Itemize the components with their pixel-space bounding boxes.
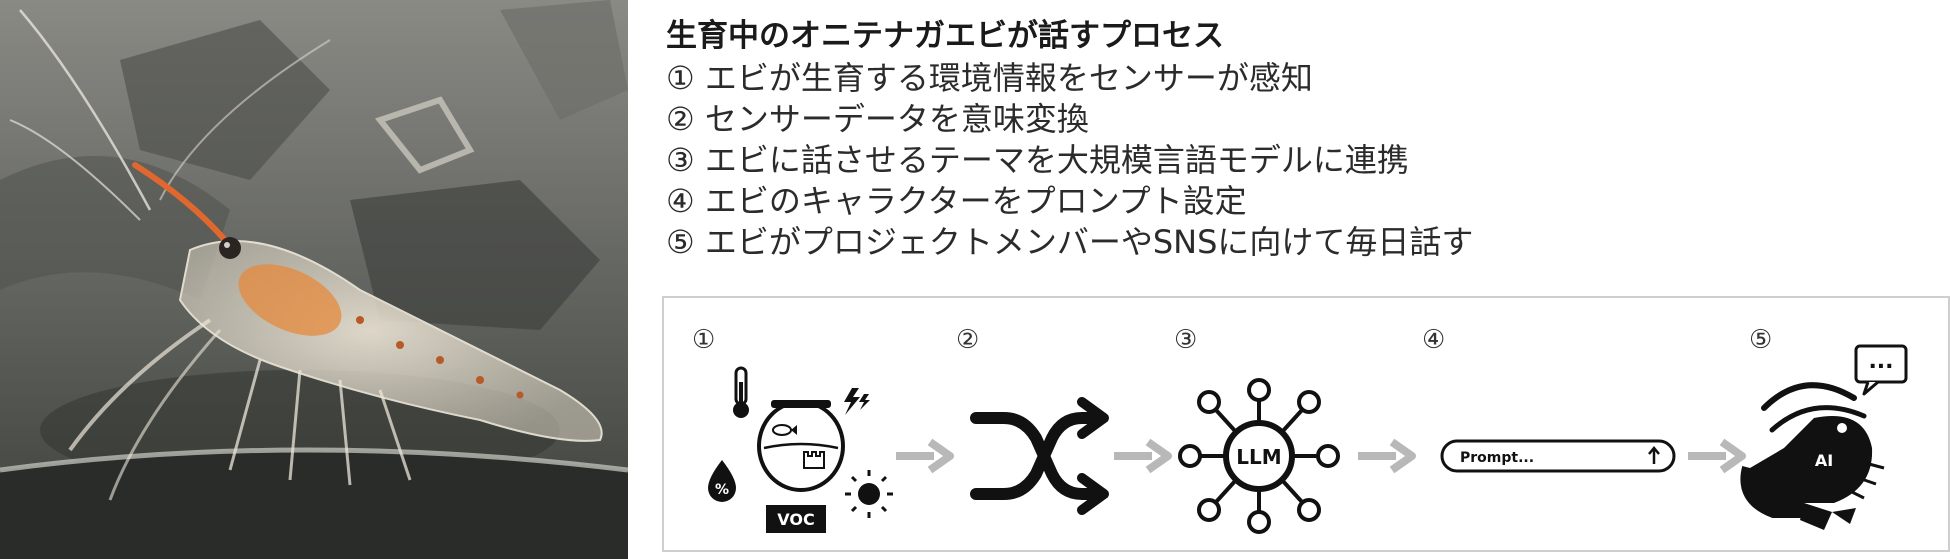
- humidity-drop-icon: %: [708, 460, 736, 502]
- process-title: 生育中のオニテナガエビが話すプロセス: [666, 18, 1224, 54]
- flow-arrow-1: [896, 438, 954, 474]
- diagram-step-number-2: ②: [956, 325, 979, 355]
- shrimp-photo: [0, 0, 628, 559]
- llm-label: LLM: [1236, 445, 1281, 469]
- ai-shrimp-icon: AI: [1740, 382, 1885, 530]
- flow-arrow-2: [1114, 438, 1172, 474]
- fishbowl-icon: [757, 400, 845, 492]
- diagram-step-number-4: ④: [1422, 325, 1445, 355]
- svg-text:VOC: VOC: [777, 510, 814, 529]
- step-2-text: ② センサーデータを意味変換: [666, 100, 1089, 138]
- thermometer-icon: [733, 366, 749, 418]
- diagram-step-number-1: ①: [692, 325, 715, 355]
- arrow-up-icon: [1648, 446, 1660, 464]
- flow-arrow-4: [1688, 438, 1746, 474]
- sun-icon: [845, 470, 893, 518]
- ai-label: AI: [1815, 451, 1833, 470]
- diagram-step-number-5: ⑤: [1749, 325, 1772, 355]
- svg-text:%: %: [715, 482, 729, 498]
- shuffle-icon: [970, 397, 1109, 515]
- process-diagram: ① ② ③ ④ ⑤ %: [662, 296, 1950, 552]
- step-1-text: ① エビが生育する環境情報をセンサーが感知: [666, 59, 1313, 97]
- llm-network-icon: [1178, 378, 1340, 534]
- speech-bubble-icon: ...: [1854, 344, 1908, 396]
- steps-list: ① エビが生育する環境情報をセンサーが感知 ② センサーデータを意味変換 ③ エ…: [666, 58, 1473, 263]
- voc-label-badge: VOC: [766, 505, 826, 533]
- process-diagram-svg: ① ② ③ ④ ⑤ %: [692, 325, 1908, 534]
- sensor-environment-icon: %: [708, 366, 893, 533]
- prompt-input-icon: Prompt...: [1440, 439, 1676, 473]
- diagram-step-number-3: ③: [1174, 325, 1197, 355]
- lightning-icon: [844, 388, 870, 415]
- step-3-text: ③ エビに話させるテーマを大規模言語モデルに連携: [666, 141, 1409, 179]
- step-4-text: ④ エビのキャラクターをプロンプト設定: [666, 182, 1247, 220]
- prompt-placeholder-text: Prompt...: [1460, 450, 1534, 466]
- step-5-text: ⑤ エビがプロジェクトメンバーやSNSに向けて毎日話す: [666, 223, 1474, 261]
- flow-arrow-3: [1358, 438, 1416, 474]
- speech-bubble-dots: ...: [1868, 349, 1893, 374]
